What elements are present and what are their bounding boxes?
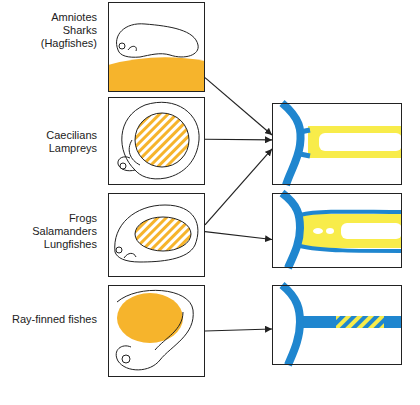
embryo-panel: CaeciliansLampreys [108, 97, 205, 185]
taxon-label: Amniotes [5, 11, 97, 24]
embryo-detail [118, 140, 140, 171]
taxon-list: CaeciliansLampreys [5, 129, 97, 155]
embryo-detail [155, 312, 183, 350]
taxon-label: Ray-finned fishes [5, 313, 97, 326]
circulation-panel [272, 103, 402, 185]
embryo-detail [124, 253, 136, 258]
arrow-connector [205, 78, 272, 135]
circulation-panel [272, 193, 402, 268]
taxon-label: Frogs [5, 212, 97, 225]
embryo-outline [116, 290, 193, 370]
embryo-outline [117, 24, 199, 57]
arrow-connector [205, 232, 272, 240]
taxon-label: Sharks [5, 24, 97, 37]
embryo-detail [128, 46, 136, 51]
embryo-outline [115, 205, 198, 262]
embryo-eye [120, 163, 126, 169]
vessel-gap [313, 228, 323, 234]
vessel-gap [319, 133, 402, 151]
yolk-mass [108, 57, 205, 92]
arrow-connector [205, 139, 272, 141]
yolk-vessel [336, 316, 384, 328]
blood-vessel [300, 212, 402, 251]
yolk-mass [135, 113, 189, 167]
blood-vessel [282, 103, 301, 185]
blood-vessel [282, 285, 300, 365]
blood-vessel [300, 130, 310, 156]
embryo-outline [122, 102, 199, 179]
taxon-list: FrogsSalamandersLungfishes [5, 212, 97, 251]
taxon-label: Caecilians [5, 129, 97, 142]
circulation-panel [272, 285, 402, 365]
taxon-label: (Hagfishes) [5, 37, 97, 50]
yolk-vessel [308, 126, 402, 158]
yolk-mass [135, 217, 191, 251]
taxon-label: Lampreys [5, 142, 97, 155]
blood-vessel [282, 193, 300, 268]
taxon-list: AmniotesSharks(Hagfishes) [5, 11, 97, 50]
taxon-list: Ray-finned fishes [5, 313, 97, 326]
taxon-label: Lungfishes [5, 238, 97, 251]
vessel-gap [326, 228, 334, 234]
embryo-panel: FrogsSalamandersLungfishes [108, 193, 205, 277]
vessel-gap [341, 223, 402, 239]
embryo-panel: Ray-finned fishes [108, 285, 205, 377]
embryo-eye [122, 355, 130, 363]
arrow-connector [205, 329, 272, 331]
yolk-vessel [300, 214, 402, 248]
embryo-eye [116, 247, 122, 253]
yolk-mass [117, 293, 183, 343]
embryo-panel: AmniotesSharks(Hagfishes) [108, 2, 205, 92]
arrow-connector [205, 149, 272, 225]
blood-vessel [300, 316, 402, 328]
taxon-label: Salamanders [5, 225, 97, 238]
embryo-eye [119, 43, 125, 49]
